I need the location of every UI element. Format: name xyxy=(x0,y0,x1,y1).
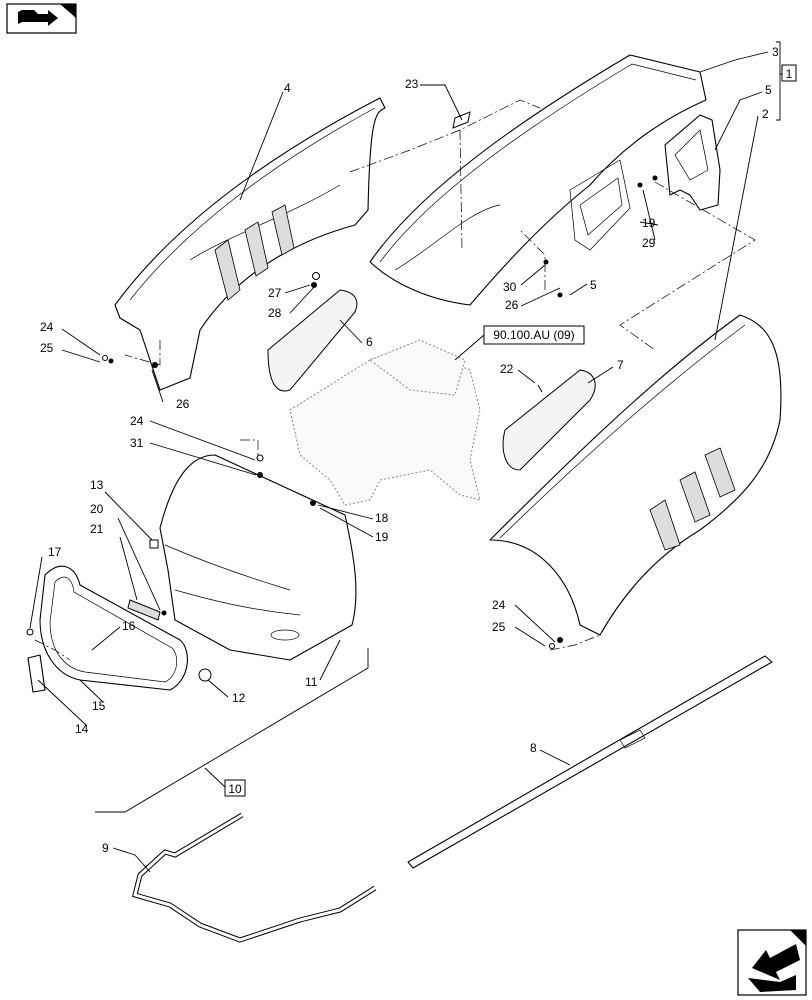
callout-25b: 25 xyxy=(492,620,506,634)
callout-5b: 5 xyxy=(590,278,597,292)
hood-top-panel xyxy=(369,54,707,306)
svg-text:1: 1 xyxy=(786,67,793,81)
book-arrow-icon[interactable] xyxy=(6,3,77,34)
callout-11: 11 xyxy=(305,675,318,689)
callout-25: 25 xyxy=(40,341,54,355)
callout-6: 6 xyxy=(366,335,373,349)
callout-24: 24 xyxy=(40,320,54,334)
svg-text:10: 10 xyxy=(228,782,242,796)
callout-18: 18 xyxy=(375,511,389,525)
reference-box[interactable]: 90.100.AU (09) xyxy=(454,325,585,361)
leader-lines xyxy=(29,51,769,873)
svg-text:90.100.AU (09): 90.100.AU (09) xyxy=(493,328,574,342)
lamp-unit xyxy=(27,654,46,693)
callout-15: 15 xyxy=(92,699,106,713)
callout-3: 3 xyxy=(772,45,779,59)
support-frame-reference xyxy=(289,339,481,506)
wire-rod-inner xyxy=(133,813,376,942)
callout-5: 5 xyxy=(765,83,772,97)
wire-rod xyxy=(131,812,377,943)
hardware xyxy=(26,111,658,682)
front-grille-housing xyxy=(159,454,357,661)
callout-box-1[interactable]: 1 xyxy=(781,64,797,82)
callout-20: 20 xyxy=(90,502,104,516)
callout-30: 30 xyxy=(503,280,517,294)
callout-17: 17 xyxy=(48,545,62,559)
next-page-arrow-icon[interactable] xyxy=(737,929,807,996)
right-side-glass xyxy=(502,369,596,471)
right-panel-vents xyxy=(649,447,736,551)
callout-labels: 3 5 2 4 23 19 29 30 26 5 27 28 24 25 26 … xyxy=(40,45,779,855)
callout-24b: 24 xyxy=(130,414,144,428)
left-side-panel xyxy=(114,97,386,391)
callout-13: 13 xyxy=(90,478,104,492)
callout-box-10[interactable]: 10 xyxy=(224,779,246,797)
construction-lines xyxy=(34,99,756,661)
callout-23: 23 xyxy=(405,77,419,91)
left-side-glass xyxy=(267,289,358,392)
left-panel-vents xyxy=(214,204,295,301)
right-side-panel xyxy=(489,314,782,636)
group-1-bracket xyxy=(776,41,781,121)
callout-8: 8 xyxy=(530,741,537,755)
callout-14: 14 xyxy=(75,722,89,736)
callout-26: 26 xyxy=(505,298,519,312)
callout-19b: 19 xyxy=(375,530,389,544)
trim-strip xyxy=(407,655,773,869)
group-10-leader xyxy=(204,767,226,788)
callout-4: 4 xyxy=(284,81,291,95)
callout-21: 21 xyxy=(90,522,104,536)
callout-2: 2 xyxy=(762,107,769,121)
callout-28: 28 xyxy=(268,306,282,320)
callout-29: 29 xyxy=(642,236,656,250)
headlight-bezel xyxy=(39,565,188,691)
callout-16: 16 xyxy=(122,619,136,633)
callout-22: 22 xyxy=(500,362,514,376)
callout-19: 19 xyxy=(642,216,656,230)
callout-26b: 26 xyxy=(176,397,190,411)
side-bracket xyxy=(664,114,721,211)
callout-27: 27 xyxy=(268,286,282,300)
callout-9: 9 xyxy=(102,841,109,855)
group-10-bracket xyxy=(95,648,369,813)
callout-31: 31 xyxy=(130,436,144,450)
callout-12: 12 xyxy=(232,691,246,705)
callout-24c: 24 xyxy=(492,598,506,612)
callout-7: 7 xyxy=(617,358,624,372)
